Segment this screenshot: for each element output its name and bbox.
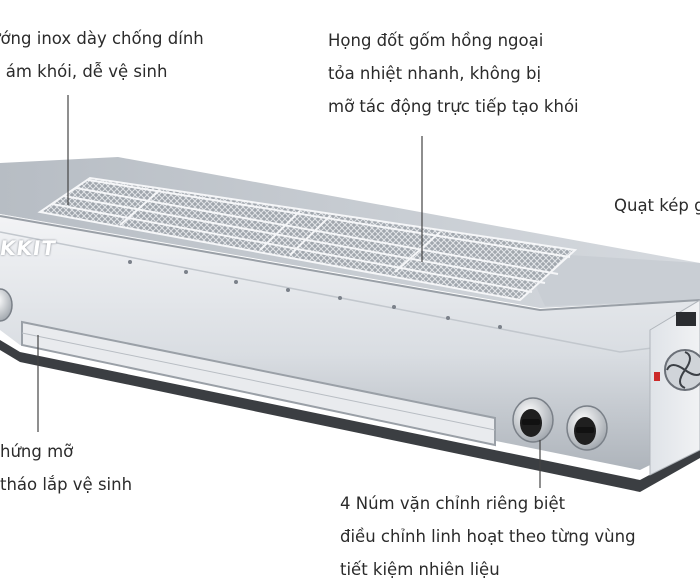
front-edge-line bbox=[0, 215, 700, 312]
callout-line: Họng đốt gốm hồng ngoại bbox=[328, 31, 544, 50]
grease-tray bbox=[21, 320, 496, 447]
callout-line: Quạt kép g bbox=[614, 196, 700, 215]
callout-line: ướng inox dày chống dính bbox=[0, 29, 204, 48]
callout-line: g ám khói, dễ vệ sinh bbox=[0, 62, 168, 81]
callout-line: tiết kiệm nhiên liệu bbox=[340, 560, 500, 579]
callout-line: tháo lắp vệ sinh bbox=[0, 475, 133, 494]
callout-line: 4 Núm vặn chỉnh riêng biệt bbox=[340, 494, 566, 513]
grill-top-right-plate bbox=[520, 252, 700, 306]
fan-icon bbox=[664, 349, 700, 391]
power-indicator-icon bbox=[654, 372, 660, 381]
control-knob-icon bbox=[566, 405, 608, 451]
panel-rivets bbox=[128, 260, 502, 329]
grill-grate bbox=[37, 176, 578, 302]
callout-ceramic-burner: Họng đốt gốm hồng ngoại tỏa nhiệt nhanh,… bbox=[328, 24, 579, 123]
callout-line: hứng mỡ bbox=[0, 442, 74, 461]
callout-leader-lines bbox=[37, 95, 541, 488]
callout-control-knobs: 4 Núm vặn chỉnh riêng biệt điều chỉnh li… bbox=[340, 487, 636, 582]
control-knob-icon bbox=[512, 397, 554, 443]
callout-line: mỡ tác động trực tiếp tạo khói bbox=[328, 97, 579, 116]
control-knob-icon bbox=[0, 288, 13, 322]
callout-grease-tray: hứng mỡ tháo lắp vệ sinh bbox=[0, 435, 132, 501]
callout-line: tỏa nhiệt nhanh, không bị bbox=[328, 64, 542, 83]
callout-grill-grate: ướng inox dày chống dính g ám khói, dễ v… bbox=[0, 22, 204, 88]
brand-logo: KKIT bbox=[0, 236, 58, 260]
callout-line: điều chỉnh linh hoạt theo từng vùng bbox=[340, 527, 636, 546]
callout-dual-fan: Quạt kép g bbox=[614, 189, 700, 222]
side-vent-slot bbox=[676, 312, 696, 326]
